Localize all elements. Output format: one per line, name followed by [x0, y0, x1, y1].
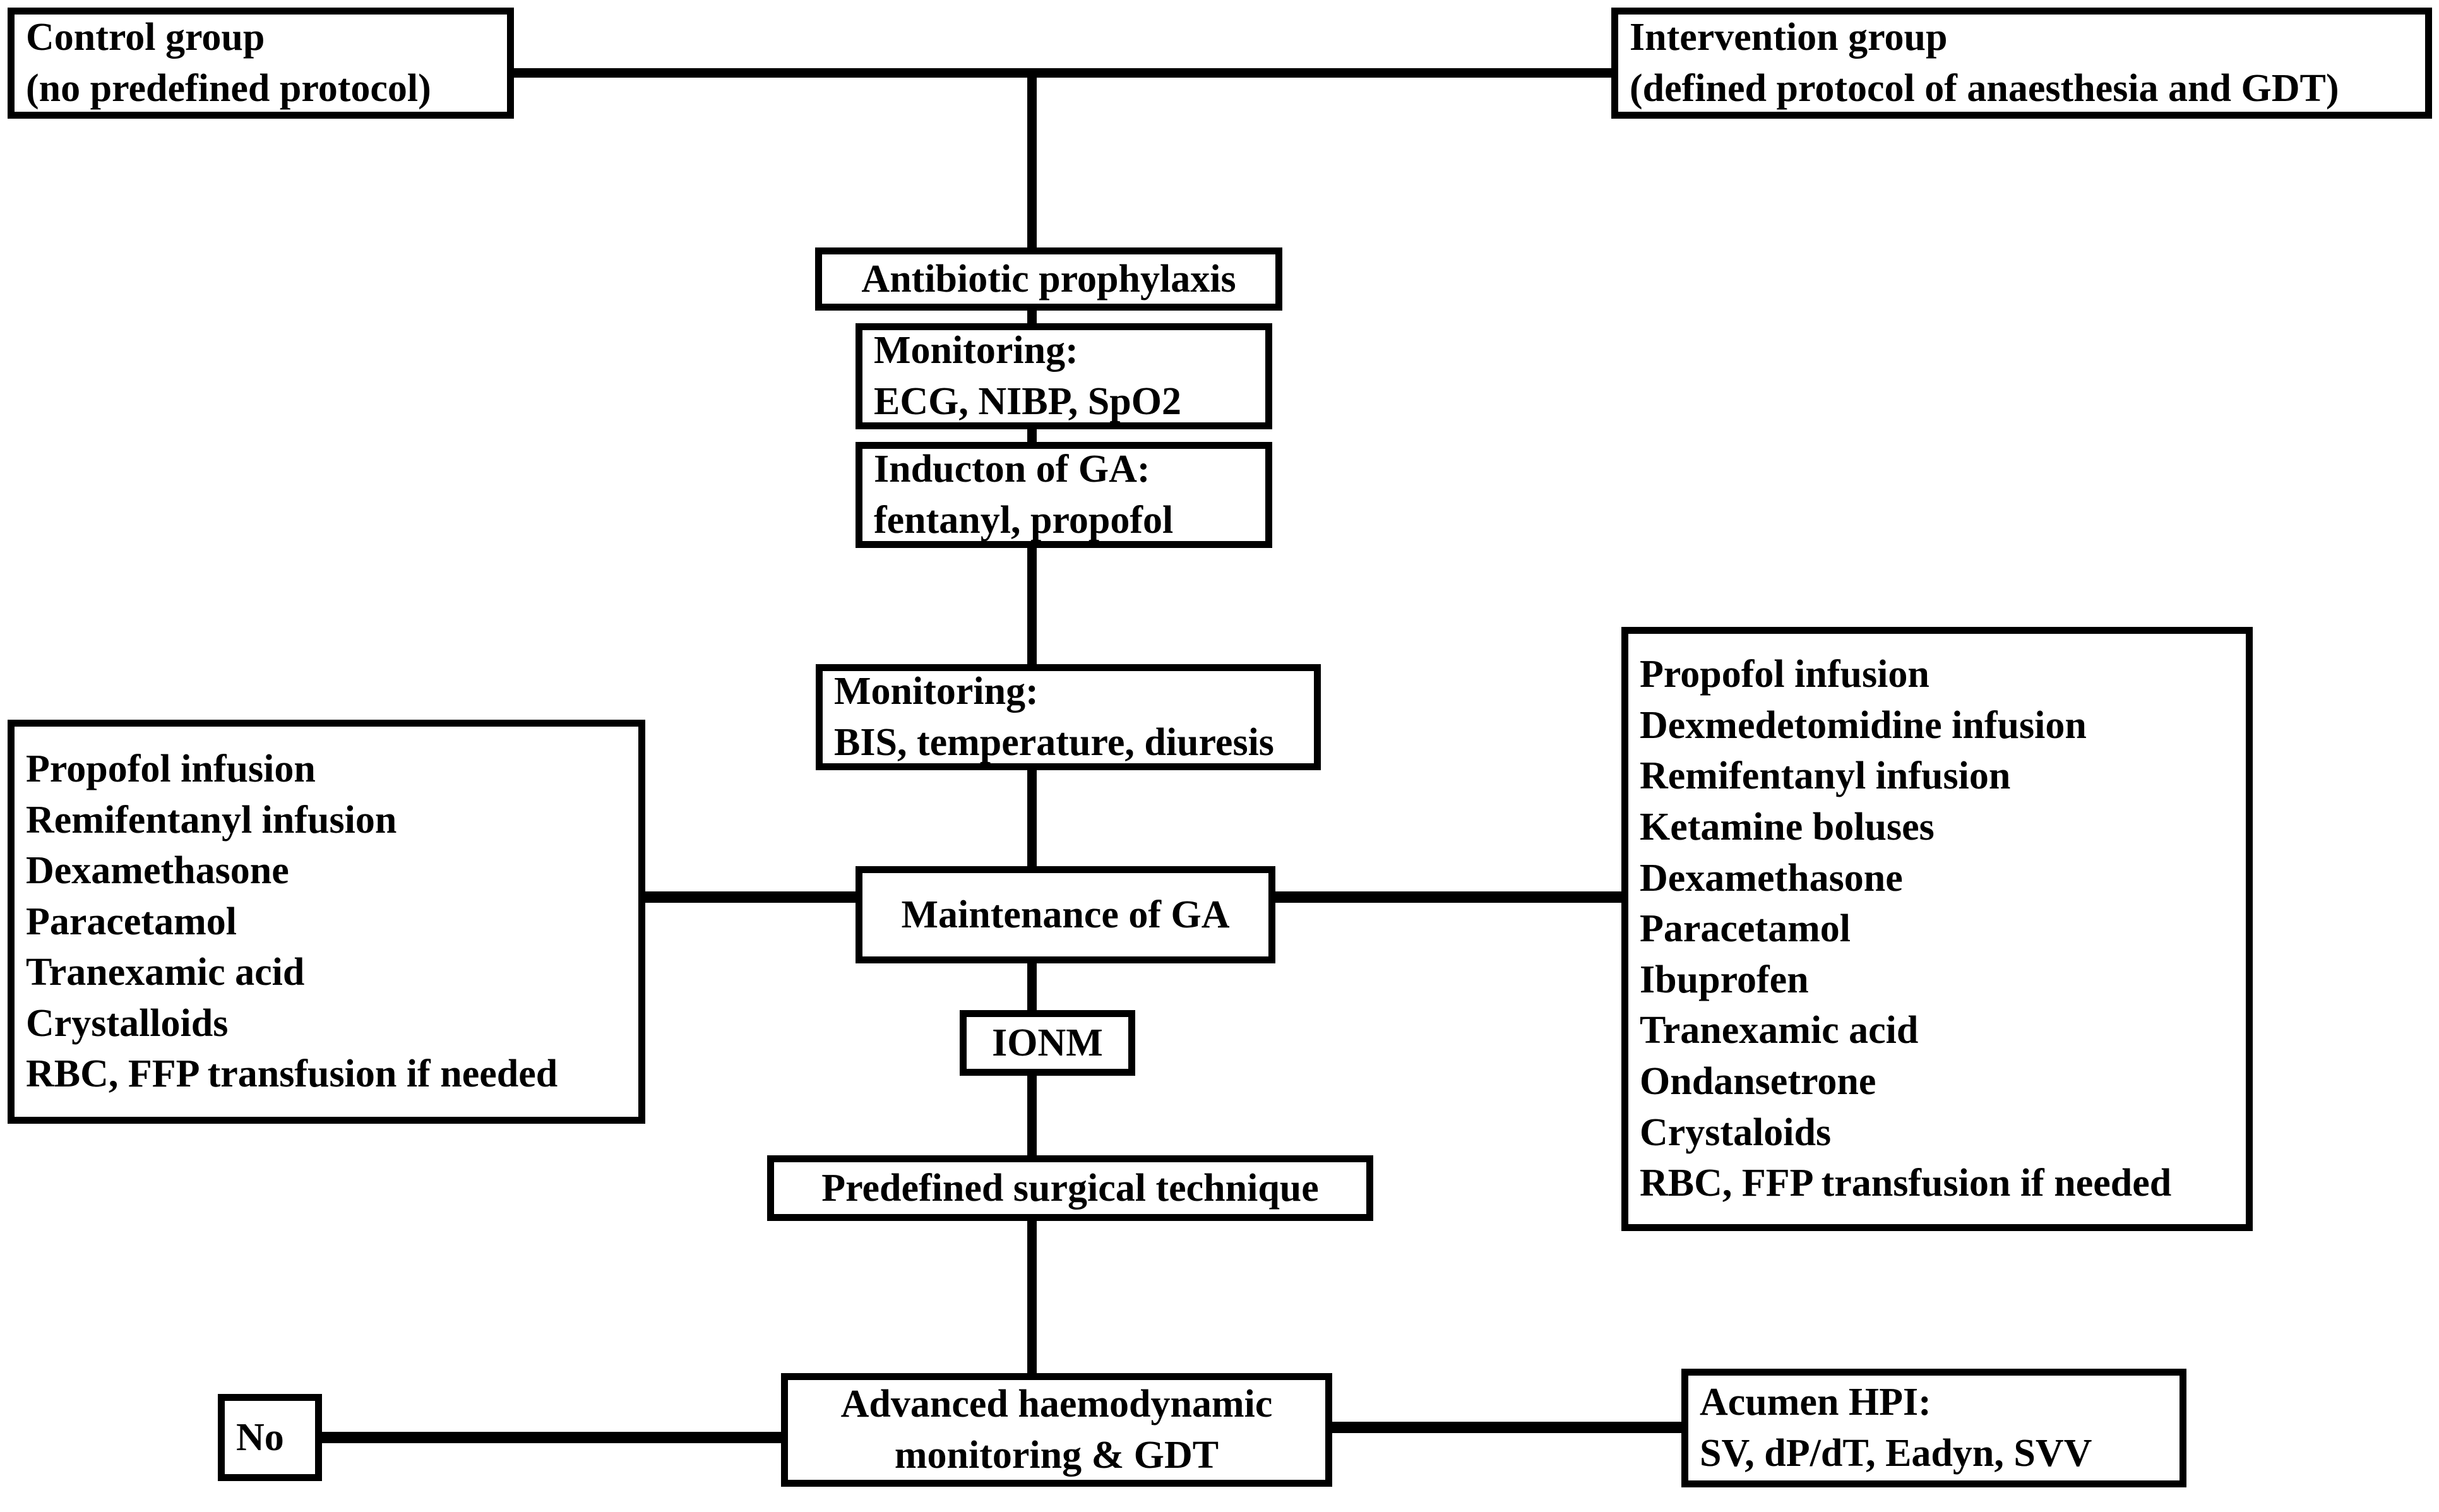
intervention-group-line-1: Intervention group — [1630, 16, 1948, 59]
node-acumen-hpi: Acumen HPI: SV, dP/dT, Eadyn, SVV — [1681, 1369, 2186, 1487]
control-drug-item: Remifentanyl infusion — [26, 798, 397, 842]
node-maintenance-of-ga: Maintenance of GA — [856, 866, 1275, 963]
connector-no-to-advanced-monitoring — [318, 1432, 785, 1443]
connector-antibiotic-to-monitoring-basic — [1027, 307, 1037, 327]
advanced-monitoring-line-2: monitoring & GDT — [894, 1434, 1219, 1477]
control-drug-item: Crystalloids — [26, 1001, 229, 1045]
no-branch-label: No — [236, 1415, 284, 1459]
node-intervention-group: Intervention group (defined protocol of … — [1611, 8, 2432, 119]
intervention-drug-item: Paracetamol — [1640, 907, 1851, 951]
intervention-drug-item: Propofol infusion — [1640, 653, 1929, 696]
node-ionm: IONM — [960, 1010, 1135, 1076]
connector-ionm-to-surgical-technique — [1027, 1072, 1037, 1159]
control-drug-item: Propofol infusion — [26, 747, 316, 790]
monitoring-extended-line-1: Monitoring: — [834, 670, 1039, 713]
node-advanced-haemodynamic-monitoring: Advanced haemodynamic monitoring & GDT — [781, 1373, 1332, 1487]
intervention-group-line-2: (defined protocol of anaesthesia and GDT… — [1630, 67, 2339, 110]
intervention-drug-item: Remifentanyl infusion — [1640, 754, 2011, 798]
intervention-drug-item: Ondansetrone — [1640, 1059, 1876, 1103]
monitoring-extended-line-2: BIS, temperature, diuresis — [834, 721, 1274, 764]
connector-maintenance-to-ionm — [1027, 960, 1037, 1014]
control-group-line-2: (no predefined protocol) — [26, 67, 431, 110]
induction-line-1: Inducton of GA: — [874, 448, 1150, 491]
intervention-drug-item: Crystaloids — [1640, 1110, 1832, 1154]
intervention-drug-item: Dexamethasone — [1640, 856, 1903, 900]
connector-induction-to-monitoring-extended — [1027, 544, 1037, 668]
intervention-drug-item: RBC, FFP transfusion if needed — [1640, 1162, 2172, 1205]
node-monitoring-extended: Monitoring: BIS, temperature, diuresis — [816, 664, 1321, 770]
connector-maintenance-to-intervention-drugs — [1272, 891, 1625, 903]
connector-monitoring-basic-to-induction — [1027, 426, 1037, 446]
control-group-line-1: Control group — [26, 16, 265, 59]
antibiotic-prophylaxis-label: Antibiotic prophylaxis — [861, 257, 1236, 301]
monitoring-basic-line-2: ECG, NIBP, SpO2 — [874, 380, 1181, 423]
node-intervention-drug-list: Propofol infusion Dexmedetomidine infusi… — [1621, 627, 2253, 1231]
connector-surgical-technique-to-advanced-monitoring — [1027, 1217, 1037, 1377]
control-drug-item: Tranexamic acid — [26, 951, 305, 994]
acumen-hpi-line-2: SV, dP/dT, Eadyn, SVV — [1700, 1432, 2092, 1475]
node-induction-of-ga: Inducton of GA: fentanyl, propofol — [856, 442, 1272, 548]
maintenance-of-ga-label: Maintenance of GA — [901, 893, 1230, 936]
control-drug-item: Paracetamol — [26, 900, 237, 943]
control-drug-item: RBC, FFP transfusion if needed — [26, 1052, 558, 1096]
node-control-group: Control group (no predefined protocol) — [8, 8, 514, 119]
ionm-label: IONM — [992, 1021, 1103, 1064]
node-predefined-surgical-technique: Predefined surgical technique — [767, 1155, 1373, 1221]
acumen-hpi-line-1: Acumen HPI: — [1700, 1381, 1931, 1424]
induction-line-2: fentanyl, propofol — [874, 499, 1174, 542]
node-control-drug-list: Propofol infusion Remifentanyl infusion … — [8, 720, 645, 1124]
node-monitoring-basic: Monitoring: ECG, NIBP, SpO2 — [856, 323, 1272, 429]
monitoring-basic-line-1: Monitoring: — [874, 329, 1078, 372]
connector-control-to-intervention — [509, 68, 1615, 78]
connector-maintenance-to-control-drugs — [639, 891, 860, 903]
connector-monitoring-extended-to-maintenance — [1027, 766, 1037, 870]
connector-advanced-monitoring-to-acumen — [1328, 1422, 1685, 1433]
intervention-drug-item: Ibuprofen — [1640, 958, 1809, 1001]
control-drug-item: Dexamethasone — [26, 849, 289, 893]
intervention-drug-item: Dexmedetomidine infusion — [1640, 703, 2087, 747]
connector-top-to-antibiotic — [1027, 68, 1037, 251]
surgical-technique-label: Predefined surgical technique — [821, 1166, 1319, 1210]
advanced-monitoring-line-1: Advanced haemodynamic — [840, 1383, 1273, 1426]
intervention-drug-item: Ketamine boluses — [1640, 806, 1935, 849]
node-antibiotic-prophylaxis: Antibiotic prophylaxis — [815, 247, 1282, 311]
intervention-drug-item: Tranexamic acid — [1640, 1009, 1919, 1052]
node-no-branch: No — [218, 1394, 322, 1481]
